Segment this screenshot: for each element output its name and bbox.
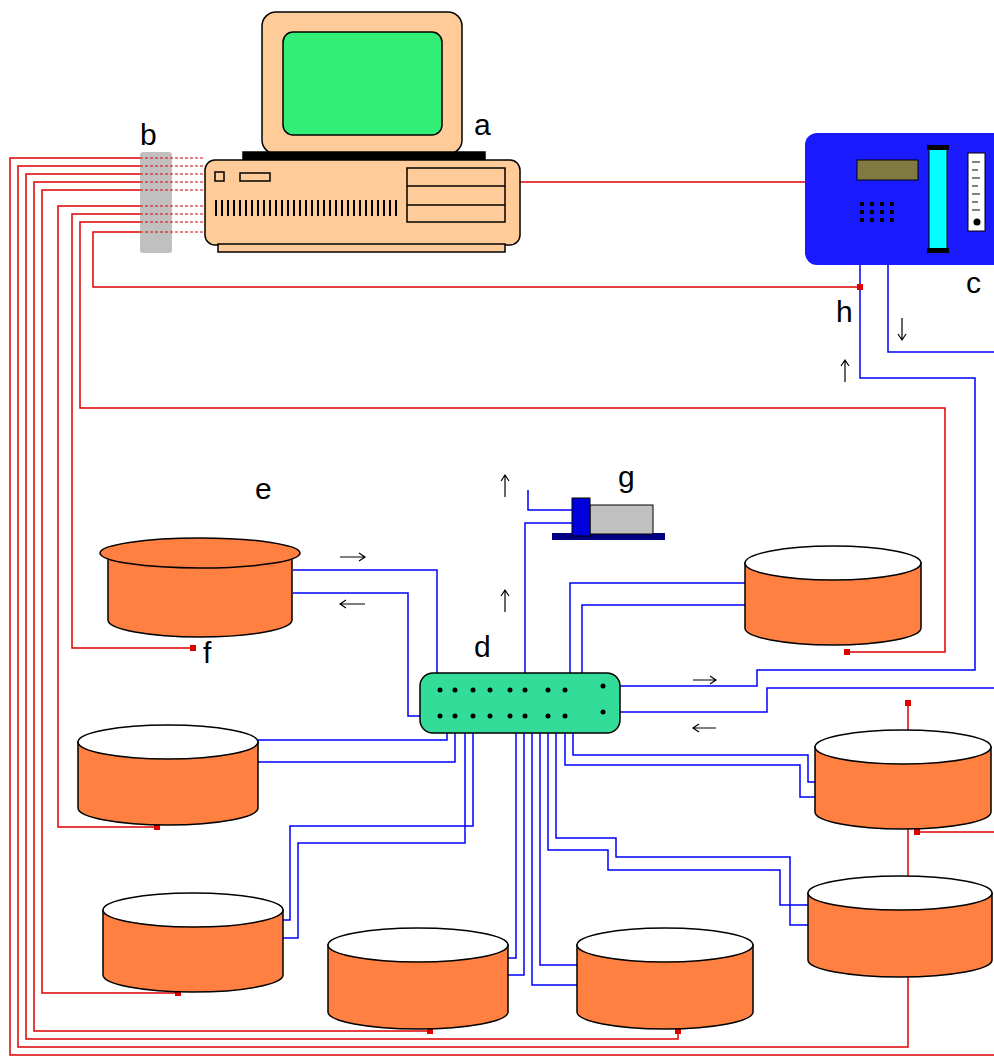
callout-letter: e [255,474,272,504]
tank [100,538,300,637]
callout-letter: f [203,638,211,668]
manifold [420,673,620,733]
connector-block [140,152,205,253]
signal-wires [10,158,994,1055]
tubes [258,265,994,985]
tank [328,928,508,1029]
tank [808,876,992,977]
callout-letter: h [836,297,853,327]
tank [103,893,283,992]
flow-arrows [340,318,906,732]
callout-letter: g [618,462,635,492]
tank [745,546,921,645]
callout-letter: d [474,632,491,662]
tank [815,730,991,829]
sensor-h [857,284,863,290]
tank [577,928,753,1029]
pump [552,498,665,540]
vent-stripes [216,200,396,216]
callout-letter: b [140,120,157,150]
computer [205,12,520,252]
tanks [78,538,992,1029]
callout-letter: a [474,110,491,140]
controller [805,133,994,265]
tank [78,725,258,825]
callout-letter: c [966,268,981,298]
